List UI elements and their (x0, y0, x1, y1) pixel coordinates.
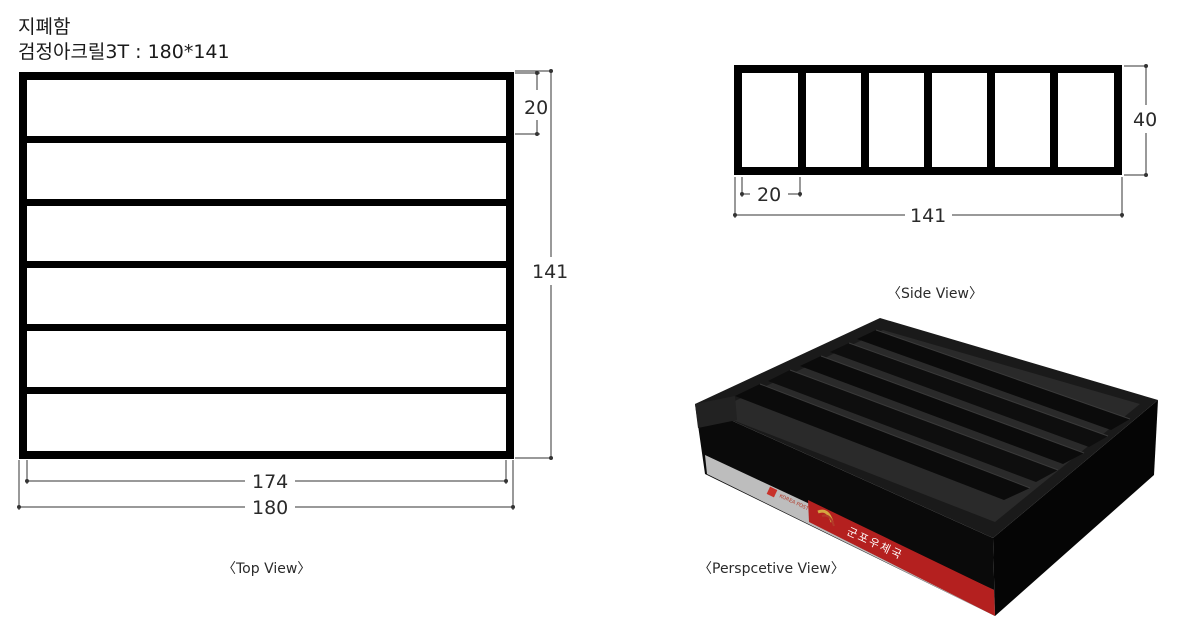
divider-edge (820, 355, 1085, 454)
divider-edge (848, 342, 1109, 437)
dimension-dot (535, 71, 539, 75)
side-width-dimension (734, 177, 1123, 218)
dimension-dot (549, 69, 553, 73)
dimension-dot (511, 505, 515, 509)
top-outer-width-dimension (18, 460, 514, 510)
dimension-dot (740, 192, 744, 196)
top-view-divider (23, 136, 510, 143)
side-view-divider (1050, 69, 1058, 171)
top-view-caption: 〈Top View〉 (222, 561, 311, 577)
side-height-label: 40 (1133, 109, 1157, 131)
dimension-dot (504, 479, 508, 483)
box-dividers (735, 329, 1131, 500)
top-height-dimension (515, 70, 553, 459)
box-left-inner-wall (695, 396, 737, 428)
side-width-label: 141 (910, 205, 946, 227)
divider-edge (875, 329, 1131, 420)
perspective-view: KOREA POST 군포우체국 〈Perspcetive View〉 (695, 318, 1158, 616)
dimension-dot (17, 505, 21, 509)
divider-edge (789, 369, 1059, 471)
side-view: 40 20 141 〈Side View〉 (733, 64, 1157, 302)
dimension-dot (1144, 64, 1148, 68)
top-view: 20 141 174 180 〈Top V (17, 69, 568, 577)
top-view-divider (23, 387, 510, 394)
side-view-divider (861, 69, 869, 171)
box-divider (735, 384, 1030, 500)
box-divider (830, 343, 1108, 447)
logo-swoosh-icon (821, 514, 835, 527)
dimension-dot (798, 192, 802, 196)
top-inner-width-label: 174 (252, 471, 288, 493)
front-red-band (808, 500, 995, 616)
side-pitch-label: 20 (757, 184, 781, 206)
dimension-dot (549, 456, 553, 460)
side-view-divider (987, 69, 995, 171)
dimension-dot (1120, 213, 1124, 217)
korea-post-logo-icon (766, 486, 778, 498)
top-view-divider (23, 261, 510, 268)
dimension-dot (25, 479, 29, 483)
box-right-wall (993, 400, 1158, 616)
top-pitch-label: 20 (524, 97, 548, 119)
perspective-view-caption: 〈Perspcetive View〉 (698, 561, 845, 577)
dimension-dot (1144, 173, 1148, 177)
box-divider (800, 356, 1084, 464)
box-divider (857, 330, 1130, 430)
box-divider (768, 370, 1058, 482)
side-view-divider (798, 69, 806, 171)
side-view-divider (924, 69, 932, 171)
side-view-caption: 〈Side View〉 (887, 286, 983, 302)
product-name: 지폐함 (18, 16, 71, 38)
top-outer-width-label: 180 (252, 497, 288, 519)
divider-edge (759, 383, 1031, 489)
dimension-dot (733, 213, 737, 217)
top-view-divider (23, 324, 510, 331)
top-height-label: 141 (532, 261, 568, 283)
top-view-divider (23, 199, 510, 206)
material-spec: 검정아크릴3T : 180*141 (18, 41, 230, 63)
dimension-dot (535, 132, 539, 136)
